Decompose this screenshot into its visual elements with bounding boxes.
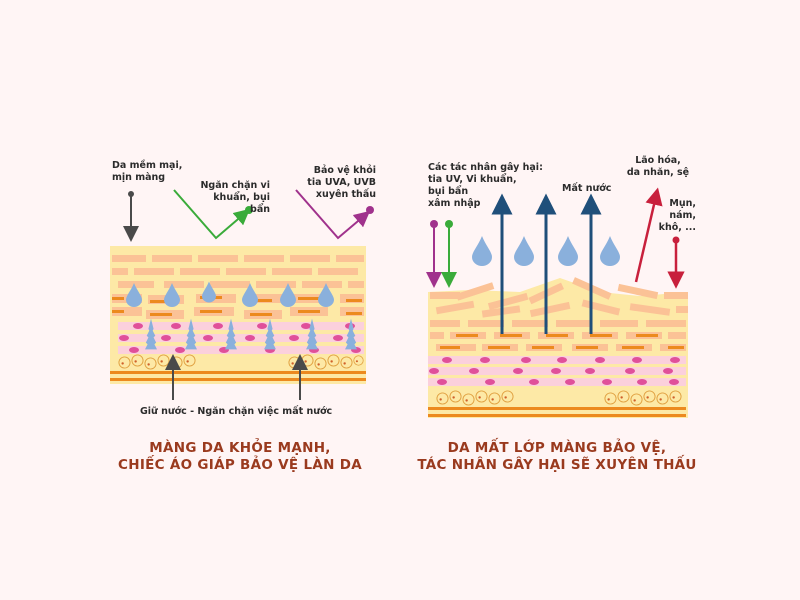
- title-line: MÀNG DA KHỎE MẠNH,: [149, 440, 331, 456]
- right-title: DA MẤT LỚP MÀNG BẢO VỆ, TÁC NHÂN GÂY HẠI…: [412, 440, 702, 474]
- label-soft-skin: Da mềm mại, mịn màng: [112, 160, 182, 184]
- label-uv-protect: Bảo vệ khỏi tia UVA, UVB xuyên thấu: [298, 165, 376, 201]
- label-block-bacteria: Ngăn chặn vi khuẩn, bụi bẩn: [200, 180, 270, 216]
- right-skin-cross-section: [428, 277, 688, 418]
- label-aging: Lão hóa, da nhăn, sệ: [618, 155, 698, 179]
- purple-bounce-arrow: [295, 189, 374, 240]
- label-line: Lão hóa,: [635, 155, 681, 166]
- retain-water-arrows: [165, 354, 308, 400]
- label-line: nám,: [669, 210, 696, 221]
- label-acne: Mụn, nám, khô, ...: [650, 198, 696, 234]
- label-line: mịn màng: [112, 172, 166, 183]
- water-loss-arrows: [491, 193, 602, 334]
- label-line: khuẩn, bụi bẩn: [213, 192, 270, 215]
- left-title: MÀNG DA KHỎE MẠNH, CHIẾC ÁO GIÁP BẢO VỆ …: [100, 440, 380, 474]
- label-line: Da mềm mại,: [112, 160, 183, 171]
- soft-skin-arrow: [123, 191, 139, 242]
- uv-bacteria-entry-arrows: [426, 220, 457, 288]
- left-skin-cross-section: [110, 246, 366, 384]
- label-line: bụi bẩn: [428, 186, 469, 197]
- label-line: khô, ...: [658, 222, 696, 233]
- label-line: xâm nhập: [428, 198, 481, 209]
- label-line: tia UVA, UVB: [307, 177, 376, 188]
- label-line: da nhăn, sệ: [626, 167, 690, 178]
- green-bounce-arrow: [173, 189, 253, 240]
- title-line: DA MẤT LỚP MÀNG BẢO VỆ,: [447, 440, 667, 456]
- label-water-loss: Mất nước: [562, 183, 612, 194]
- aging-arrow: [634, 187, 663, 283]
- label-line: Bảo vệ khỏi: [313, 165, 376, 176]
- acne-arrow: [667, 236, 685, 289]
- title-line: TÁC NHÂN GÂY HẠI SẼ XUYÊN THẤU: [417, 457, 697, 473]
- label-line: Các tác nhân gây hại:: [428, 162, 543, 173]
- label-line: Mụn,: [669, 198, 696, 209]
- label-line: xuyên thấu: [315, 189, 376, 200]
- label-harmful-agents: Các tác nhân gây hại: tia UV, Vi khuẩn, …: [428, 162, 543, 210]
- label-line: tia UV, Vi khuẩn,: [428, 174, 517, 185]
- title-line: CHIẾC ÁO GIÁP BẢO VỆ LÀN DA: [118, 457, 362, 473]
- label-line: Ngăn chặn vi: [200, 180, 270, 191]
- label-retain-water: Giữ nước - Ngăn chặn việc mất nước: [140, 406, 333, 417]
